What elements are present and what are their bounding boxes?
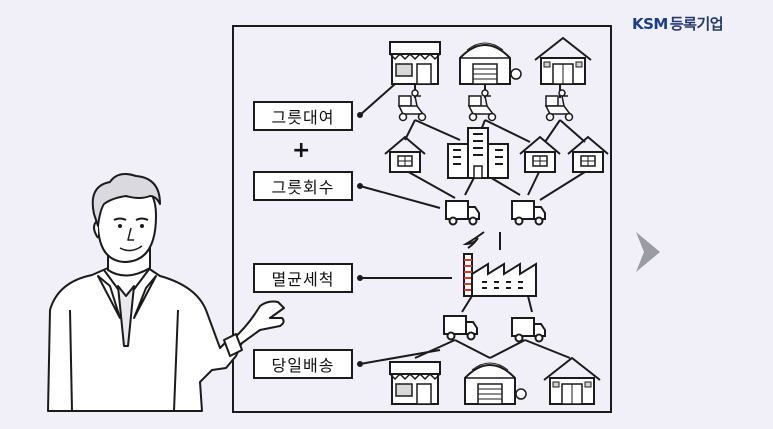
arrow-right-icon[interactable]: [636, 232, 660, 272]
leader-dots: [357, 112, 363, 367]
brand-name: KSM: [632, 15, 668, 33]
shop-icon: [389, 41, 441, 85]
brand-suffix: 등록기업: [669, 15, 724, 33]
step-label-collection: 그릇회수: [253, 171, 353, 201]
presenter-figure: [47, 173, 285, 412]
shop-icon: [389, 361, 441, 405]
diagram-frame: [232, 25, 612, 413]
step-label-rental: 그릇대여: [253, 101, 353, 131]
step-label-sterilization: 멸균세척: [253, 263, 353, 293]
step-label-same-day-delivery: 당일배송: [253, 349, 353, 379]
plus-connector: +: [292, 138, 311, 163]
